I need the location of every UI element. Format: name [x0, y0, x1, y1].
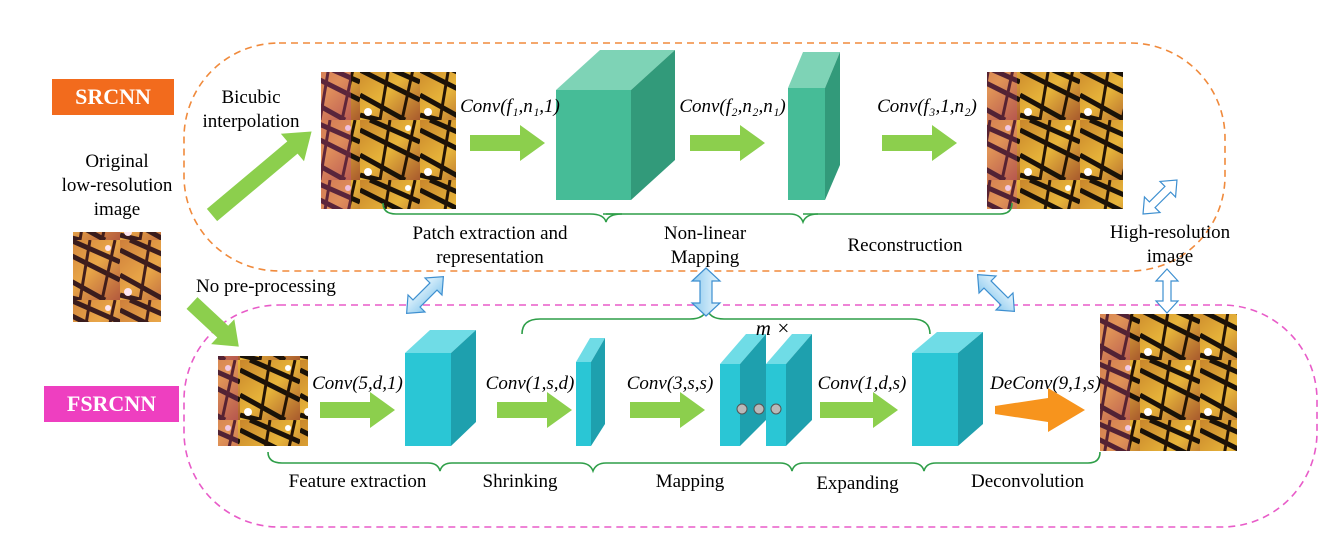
srcnn-output-image [987, 72, 1123, 209]
fsrcnn-block-expanding [912, 332, 983, 446]
bicubic-label-line2: interpolation [202, 111, 300, 132]
fsrcnn-arrow-2 [497, 392, 572, 428]
no-preprocessing-arrow [186, 297, 239, 347]
fsrcnn-block-mapping-1 [720, 334, 766, 446]
link-arrow-recon [976, 273, 1016, 313]
fsrcnn-block-shrinking [576, 338, 605, 446]
srcnn-block-1 [556, 50, 675, 200]
srcnn-arrow-1 [470, 125, 545, 161]
high-res-label-line2: image [1146, 246, 1194, 267]
srcnn-interpolated-image [321, 72, 456, 209]
srcnn-arrow-2 [690, 125, 765, 161]
brace-mapping-repeat [521, 307, 931, 335]
link-arrow-hr-bottom [1154, 268, 1180, 314]
mapping-repeat-label: m × [755, 316, 791, 340]
fsrcnn-group-box [183, 304, 1318, 528]
bicubic-arrow [206, 131, 312, 222]
no-preprocessing-label: No pre-processing [196, 276, 336, 297]
fsrcnn-output-image [1100, 314, 1237, 451]
high-res-label-line1: High-resolution [1109, 222, 1231, 243]
brace-srcnn-nonlinear [606, 213, 819, 225]
fsrcnn-stage-expanding: Expanding [816, 473, 899, 494]
srcnn-conv1-label: Conv(f₁,n₁,1) [460, 96, 560, 117]
deconv-arrow [995, 388, 1085, 432]
srcnn-block-2 [788, 52, 840, 200]
brace-srcnn-recon [803, 202, 1013, 215]
link-arrow-patch [405, 275, 445, 315]
fsrcnn-stage-deconv: Deconvolution [971, 471, 1084, 492]
fsrcnn-stage-feature: Feature extraction [288, 471, 427, 492]
fsrcnn-conv3-label: Conv(3,s,s) [626, 373, 714, 394]
bicubic-label-line1: Bicubic [221, 87, 281, 108]
fsrcnn-deconv-label: DeConv(9,1,s) [990, 373, 1101, 394]
fsrcnn-badge: FSRCNN [44, 386, 179, 422]
fsrcnn-input-image [218, 356, 308, 446]
fsrcnn-conv1-label: Conv(5,d,1) [312, 373, 403, 394]
fsrcnn-arrow-4 [820, 392, 898, 428]
original-label-line2: low-resolution [61, 175, 173, 196]
fsrcnn-stage-shrinking: Shrinking [482, 471, 558, 492]
fsrcnn-block-mapping-2 [766, 334, 812, 446]
link-arrow-hr-top [1142, 179, 1178, 215]
srcnn-stage-patch-line2: representation [436, 247, 544, 268]
fsrcnn-stage-mapping: Mapping [655, 471, 725, 492]
srcnn-stage-nonlinear-line2: Mapping [670, 247, 740, 268]
srcnn-arrow-3 [882, 125, 957, 161]
srcnn-badge: SRCNN [52, 79, 174, 115]
srcnn-stage-nonlinear-line1: Non-linear [663, 223, 747, 244]
fsrcnn-arrow-3 [630, 392, 705, 428]
mapping-ellipsis-dots [736, 403, 782, 415]
fsrcnn-conv2-label: Conv(1,s,d) [485, 373, 575, 394]
input-image-original [73, 232, 161, 322]
srcnn-conv3-label: Conv(f₃,1,n₂) [877, 96, 977, 117]
brace-srcnn-patch [382, 202, 623, 223]
fsrcnn-arrow-1 [320, 392, 395, 428]
original-label-line3: image [93, 199, 141, 220]
srcnn-stage-recon: Reconstruction [847, 235, 963, 256]
original-label-line1: Original [85, 151, 149, 172]
srcnn-stage-patch-line1: Patch extraction and [412, 223, 568, 244]
brace-fsrcnn-all [267, 451, 1101, 474]
link-arrow-mapping [690, 267, 722, 317]
srcnn-conv2-label: Conv(f₂,n₂,n₁) [679, 96, 786, 117]
fsrcnn-block-feature [405, 330, 476, 446]
fsrcnn-conv4-label: Conv(1,d,s) [817, 373, 907, 394]
